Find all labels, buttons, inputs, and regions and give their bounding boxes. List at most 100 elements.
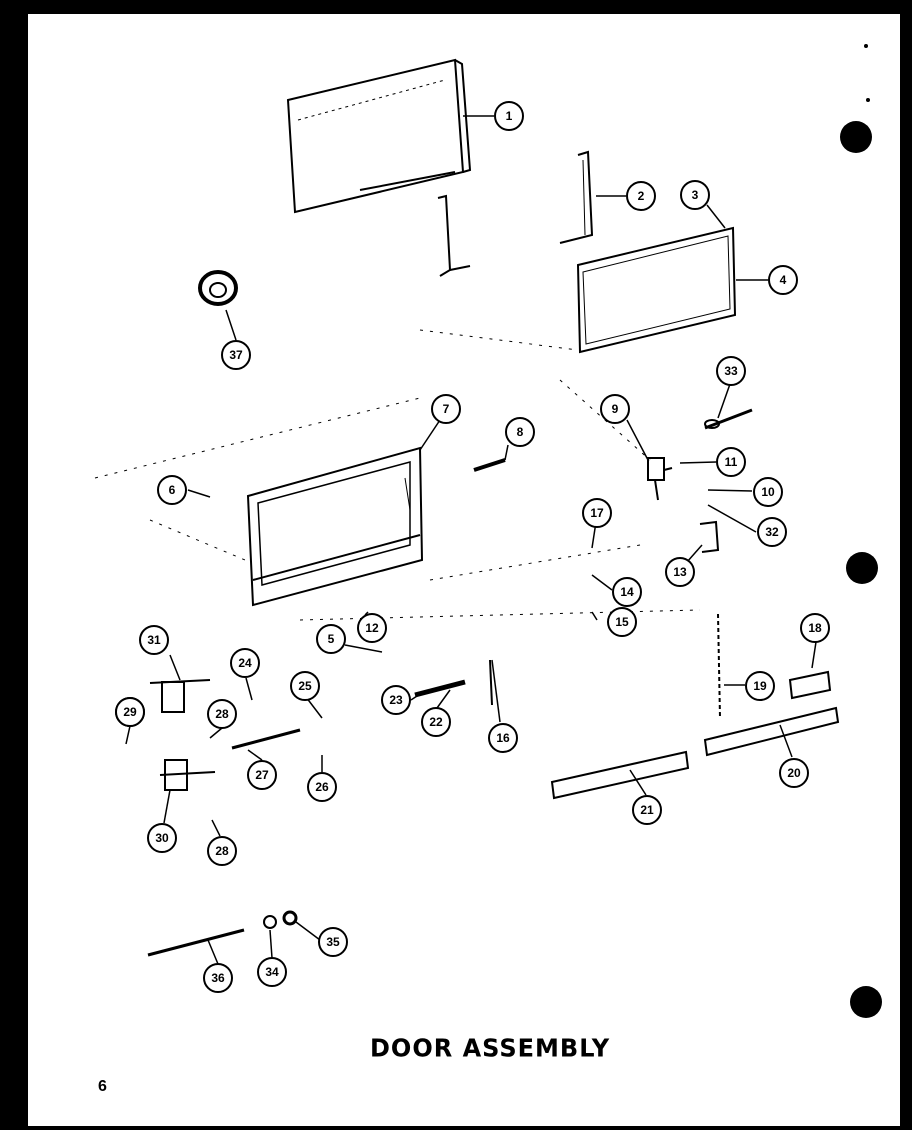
callout-number: 18 (808, 621, 822, 635)
callout-circle (626, 181, 656, 211)
callout-19: 19 (745, 671, 775, 701)
callout-6: 6 (157, 475, 187, 505)
callout-number: 35 (326, 935, 340, 949)
callout-circle (612, 577, 642, 607)
callout-number: 4 (780, 273, 787, 287)
callout-number: 14 (620, 585, 634, 599)
callout-circle (257, 957, 287, 987)
callout-number: 10 (761, 485, 775, 499)
part-rod-27 (231, 728, 301, 750)
callout-number: 7 (443, 402, 450, 416)
callout-circle (157, 475, 187, 505)
callout-22: 22 (421, 707, 451, 737)
callout-31: 31 (139, 625, 169, 655)
callout-circle (665, 557, 695, 587)
callout-13: 13 (665, 557, 695, 587)
callout-21: 21 (632, 795, 662, 825)
callout-circle (139, 625, 169, 655)
callout-circle (488, 723, 518, 753)
callout-25: 25 (290, 671, 320, 701)
part-door-frame (246, 446, 424, 607)
part-latch-assembly (647, 457, 673, 501)
callout-8: 8 (505, 417, 535, 447)
callout-number: 19 (753, 679, 767, 693)
part-side-strip-left (437, 194, 471, 277)
page-number: 6 (98, 1078, 107, 1095)
callout-number: 1 (506, 109, 513, 123)
callout-number: 33 (724, 364, 738, 378)
callout-27: 27 (247, 760, 277, 790)
callout-circle (632, 795, 662, 825)
callout-circle (745, 671, 775, 701)
callout-number: 16 (496, 731, 510, 745)
callout-number: 28 (215, 844, 229, 858)
callout-32: 32 (757, 517, 787, 547)
callout-2: 2 (626, 181, 656, 211)
diagram-sheet (28, 14, 900, 1126)
callout-circle (421, 707, 451, 737)
callout-5: 5 (316, 624, 346, 654)
callout-circle (505, 417, 535, 447)
callout-28-2: 28 (207, 836, 237, 866)
part-gasket-ring (198, 270, 238, 306)
callout-circle (607, 607, 637, 637)
callout-circle (381, 685, 411, 715)
leader-lines (125, 115, 817, 965)
callout-circle (316, 624, 346, 654)
callout-circle (779, 758, 809, 788)
callout-circle (318, 927, 348, 957)
callout-number: 24 (238, 656, 252, 670)
diagram-title: DOOR ASSEMBLY (370, 1033, 611, 1063)
part-top-panel (286, 58, 472, 214)
callout-number: 36 (211, 971, 225, 985)
part-side-strip (559, 150, 594, 244)
callout-23: 23 (381, 685, 411, 715)
callout-circle (147, 823, 177, 853)
callout-circle (431, 394, 461, 424)
callout-number: 22 (429, 715, 443, 729)
callout-number: 30 (155, 831, 169, 845)
part-window-panel (576, 226, 737, 354)
callout-circle (716, 447, 746, 477)
callout-number: 34 (265, 965, 279, 979)
callout-number: 8 (517, 425, 524, 439)
callout-circle (753, 477, 783, 507)
part-kick-plate (550, 750, 690, 800)
callout-26: 26 (307, 772, 337, 802)
callout-circle (207, 699, 237, 729)
part-hinge-30 (159, 759, 216, 791)
callout-circle (680, 180, 710, 210)
callout-circle (230, 648, 260, 678)
callout-circle (207, 836, 237, 866)
callout-4: 4 (768, 265, 798, 295)
callout-circle (115, 697, 145, 727)
callout-number: 6 (169, 483, 176, 497)
callout-35: 35 (318, 927, 348, 957)
callout-number: 23 (389, 693, 403, 707)
callout-29-2: 29 (115, 697, 145, 727)
callout-17: 17 (582, 498, 612, 528)
part-nut-35 (282, 910, 298, 926)
callout-circle (221, 340, 251, 370)
callout-number: 32 (765, 525, 779, 539)
callout-number: 13 (673, 565, 687, 579)
callout-10: 10 (753, 477, 783, 507)
part-rod-33 (704, 408, 753, 430)
part-strip-16 (489, 659, 493, 706)
callout-37: 37 (221, 340, 251, 370)
callout-14: 14 (612, 577, 642, 607)
part-vertical-strip (717, 613, 721, 719)
callout-11: 11 (716, 447, 746, 477)
registration-dots (840, 44, 882, 1018)
callout-number: 20 (787, 766, 801, 780)
callout-circle (600, 394, 630, 424)
callout-3: 3 (680, 180, 710, 210)
callout-circle (768, 265, 798, 295)
callout-circle (757, 517, 787, 547)
callout-circle (494, 101, 524, 131)
callout-circle (800, 613, 830, 643)
callout-number: 2 (638, 189, 645, 203)
callout-24: 24 (230, 648, 260, 678)
